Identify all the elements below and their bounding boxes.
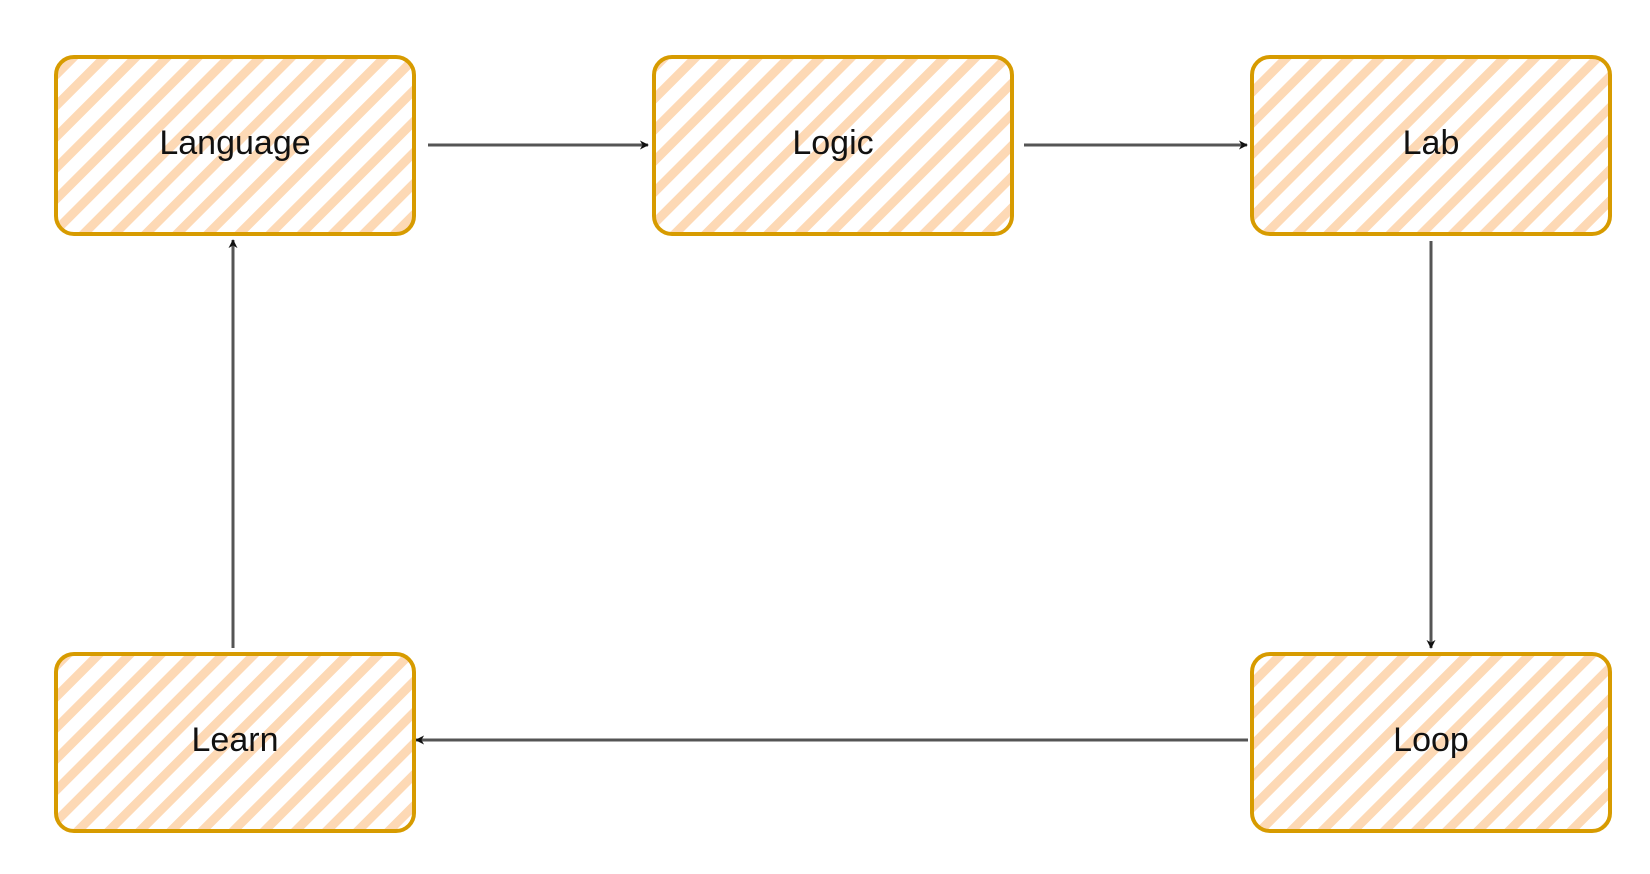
node-learn[interactable]: Learn [54, 652, 416, 833]
node-language[interactable]: Language [54, 55, 416, 236]
node-loop[interactable]: Loop [1250, 652, 1612, 833]
node-lab[interactable]: Lab [1250, 55, 1612, 236]
node-label: Logic [792, 124, 873, 162]
node-label: Language [159, 124, 310, 162]
edges [228, 140, 1436, 745]
node-label: Lab [1403, 124, 1460, 162]
node-logic[interactable]: Logic [652, 55, 1014, 236]
node-label: Learn [192, 721, 279, 759]
node-label: Loop [1393, 721, 1469, 759]
